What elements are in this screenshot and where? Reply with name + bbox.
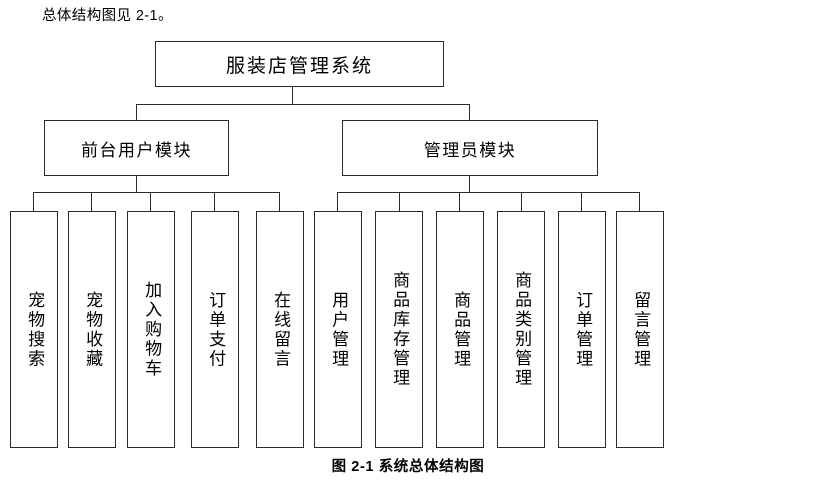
- connector-front-module-stem: [136, 176, 138, 193]
- connector-front-leaf-bus: [33, 192, 280, 194]
- node-goods-management: 商品管理: [436, 211, 484, 448]
- node-user-management: 用户管理: [314, 211, 362, 448]
- node-pet-search-label: 宠物搜索: [25, 290, 45, 369]
- connector-to-admin-module: [469, 104, 471, 120]
- node-pet-favorite: 宠物收藏: [68, 211, 116, 448]
- node-goods-stock-management: 商品库存管理: [375, 211, 423, 448]
- connector-front-leaf-2: [91, 192, 93, 211]
- node-root-label: 服装店管理系统: [225, 55, 373, 77]
- connector-front-leaf-5: [279, 192, 281, 211]
- node-order-management: 订单管理: [558, 211, 606, 448]
- figure-caption: 图 2-1 系统总体结构图: [331, 459, 485, 475]
- node-front-user-module: 前台用户模块: [44, 120, 229, 176]
- node-order-payment-label: 订单支付: [206, 290, 226, 369]
- node-add-to-cart: 加入购物车: [127, 211, 175, 448]
- connector-admin-leaf-bus: [337, 192, 640, 194]
- node-goods-management-label: 商品管理: [451, 290, 471, 369]
- connector-root-stem: [292, 87, 294, 105]
- connector-admin-leaf-3: [459, 192, 461, 211]
- node-message-management: 留言管理: [616, 211, 664, 448]
- connector-admin-leaf-4: [521, 192, 523, 211]
- node-online-message: 在线留言: [256, 211, 304, 448]
- intro-paragraph: 总体结构图见 2-1。: [42, 8, 173, 24]
- node-online-message-label: 在线留言: [271, 290, 291, 369]
- connector-admin-module-stem: [469, 176, 471, 193]
- node-root-system: 服装店管理系统: [155, 41, 444, 87]
- connector-admin-leaf-2: [399, 192, 401, 211]
- connector-admin-leaf-5: [581, 192, 583, 211]
- node-front-user-module-label: 前台用户模块: [81, 140, 192, 160]
- node-message-management-label: 留言管理: [631, 290, 651, 369]
- connector-to-front-module: [136, 104, 138, 120]
- connector-front-leaf-3: [150, 192, 152, 211]
- connector-front-leaf-1: [33, 192, 35, 211]
- node-goods-category-management: 商品类别管理: [497, 211, 545, 448]
- node-pet-search: 宠物搜索: [10, 211, 58, 448]
- system-architecture-diagram: 服装店管理系统 前台用户模块 管理员模块 宠物搜索 宠物收藏 加入购物车 订单支…: [10, 41, 664, 448]
- node-admin-module: 管理员模块: [342, 120, 598, 176]
- node-goods-category-management-label: 商品类别管理: [512, 271, 532, 388]
- node-admin-module-label: 管理员模块: [423, 140, 517, 160]
- node-user-management-label: 用户管理: [329, 290, 349, 369]
- node-add-to-cart-label: 加入购物车: [142, 280, 162, 379]
- connector-level1-bus: [136, 104, 470, 106]
- connector-admin-leaf-1: [337, 192, 339, 211]
- node-order-payment: 订单支付: [191, 211, 239, 448]
- node-order-management-label: 订单管理: [573, 290, 593, 369]
- node-pet-favorite-label: 宠物收藏: [83, 290, 103, 369]
- connector-front-leaf-4: [214, 192, 216, 211]
- connector-admin-leaf-6: [639, 192, 641, 211]
- node-goods-stock-management-label: 商品库存管理: [390, 271, 410, 388]
